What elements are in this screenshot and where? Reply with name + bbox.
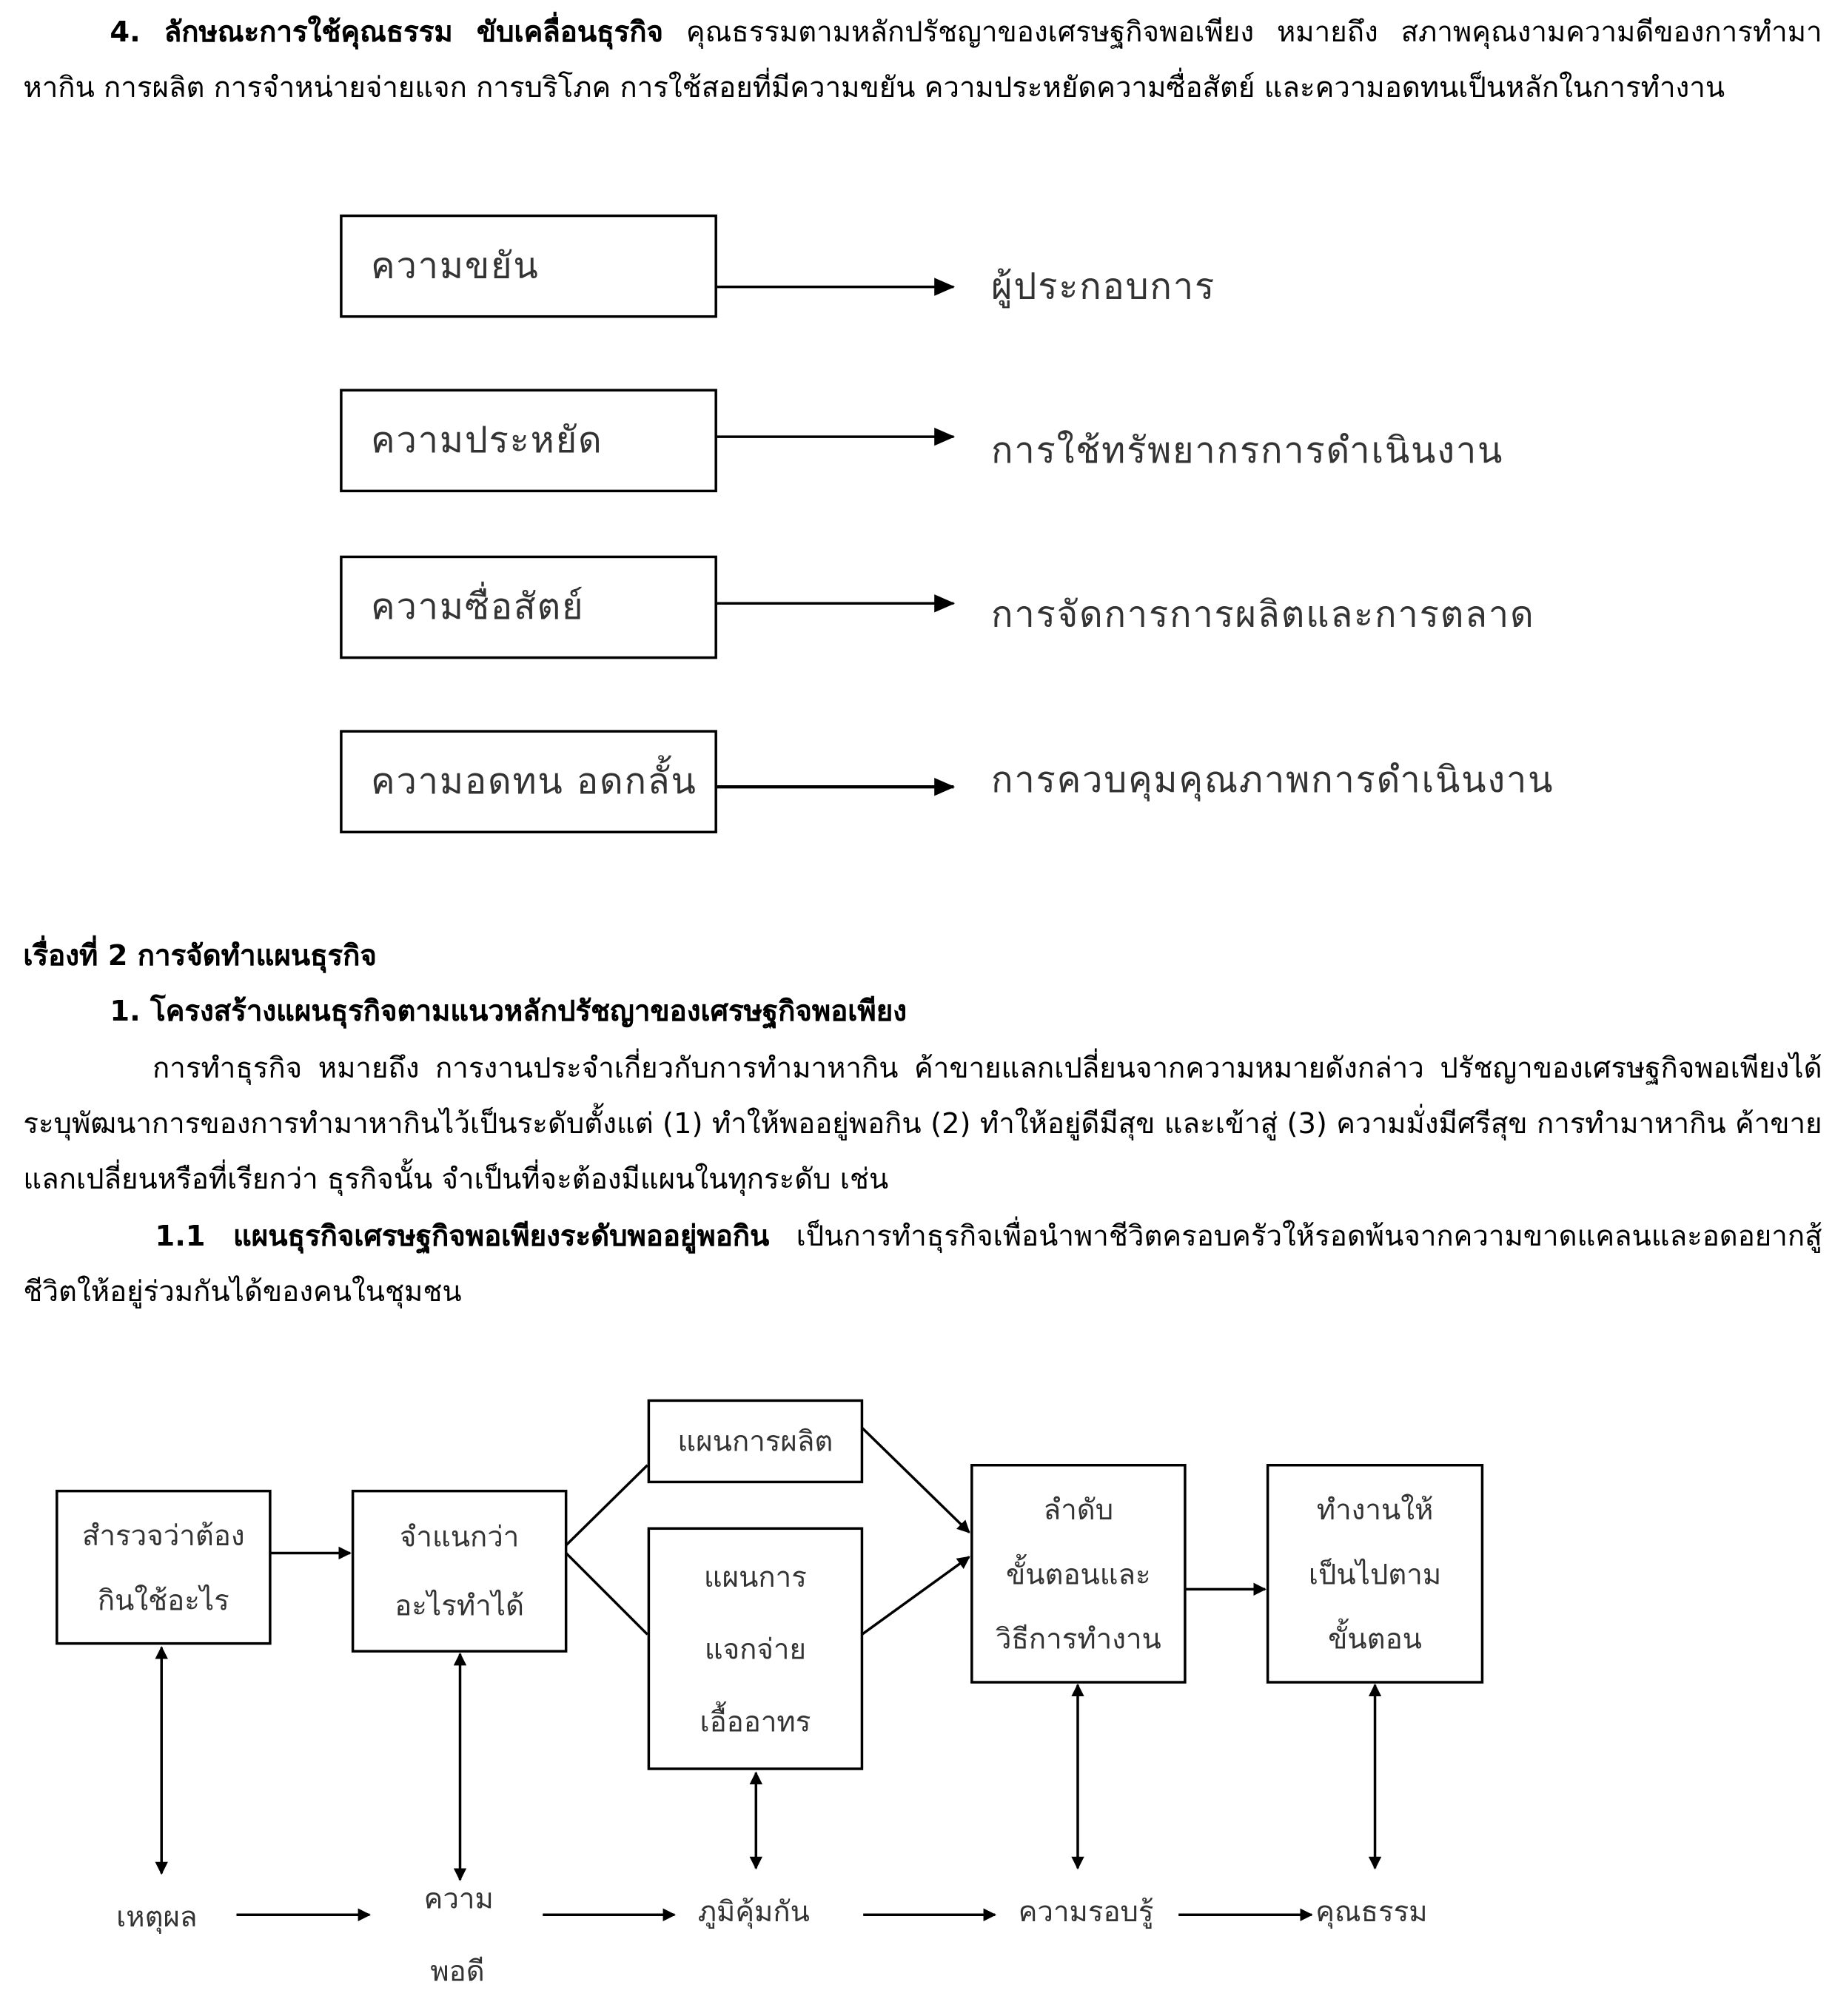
target-label-entrepreneur: ผู้ประกอบการ [991,264,1215,308]
target-label-resources: การใช้ทรัพยากรการดำเนินงาน [991,429,1504,472]
box-text: จำแนกว่า [399,1522,520,1555]
box-sequence: ลำดับขั้นตอนและวิธีการทำงาน [970,1463,1187,1684]
box-text: ขั้นตอน [1328,1623,1422,1656]
virtue-label: ความประหยัด [371,418,603,462]
section2-paragraph-1: การทำธุรกิจ หมายถึง การงานประจำเกี่ยวกับ… [23,1052,1822,1197]
section4-heading: 4. ลักษณะการใช้คุณธรรม ขับเคลื่อนธุรกิจ [110,16,663,50]
box-production-plan: แผนการผลิต [647,1399,864,1484]
box-text: แจกจ่าย [704,1633,806,1667]
box-text: กินใช้อะไร [97,1585,229,1617]
box-follow-steps: ทำงานให้เป็นไปตามขั้นตอน [1266,1463,1484,1684]
box-text: แผนการ [703,1561,807,1594]
label-moderation-2: พอดี [430,1956,485,1989]
virtue-box-diligence: ความขยัน [340,214,717,318]
section2-subheading-1: 1. โครงสร้างแผนธุรกิจตามแนวหลักปรัชญาของ… [110,996,907,1029]
box-classify: จำแนกว่าอะไรทำได้ [351,1489,568,1653]
virtue-box-honesty: ความซื่อสัตย์ [340,555,717,659]
target-label-production-marketing: การจัดการการผลิตและการตลาด [991,593,1535,636]
target-label-quality-control: การควบคุมคุณภาพการดำเนินงาน [991,758,1554,802]
virtue-box-thrift: ความประหยัด [340,389,717,493]
label-immunity: ภูมิคุ้มกัน [697,1896,810,1929]
arrow [861,1556,970,1636]
subheading-1-1: 1.1 แผนธุรกิจเศรษฐกิจพอเพียงระดับพออยู่พ… [155,1220,770,1254]
section2-paragraph-1-1: 1.1 แผนธุรกิจเศรษฐกิจพอเพียงระดับพออยู่พ… [23,1209,1822,1320]
label-morality: คุณธรรม [1315,1896,1428,1929]
section4-paragraph: 4. ลักษณะการใช้คุณธรรม ขับเคลื่อนธุรกิจ … [23,5,1822,116]
box-text: วิธีการทำงาน [995,1623,1161,1656]
box-text: ลำดับ [1043,1494,1114,1527]
virtue-label: ความขยัน [371,243,540,287]
branch-line [565,1552,648,1636]
label-moderation-1: ความ [423,1884,494,1917]
branch-line [565,1464,648,1547]
virtue-box-patience: ความอดทน อดกลั้น [340,730,717,834]
virtue-label: ความซื่อสัตย์ [371,585,585,628]
virtue-label: ความอดทน อดกลั้น [371,759,697,803]
label-reason: เหตุผล [116,1901,198,1935]
box-survey-needs: สำรวจว่าต้องกินใช้อะไร [56,1489,272,1645]
box-text: ทำงานให้ [1316,1494,1434,1527]
arrow [861,1426,970,1533]
box-distribution-plan: แผนการแจกจ่ายเอื้ออาทร [647,1527,864,1770]
box-text: ขั้นตอนและ [1005,1559,1151,1591]
section2-title: เรื่องที่ 2 การจัดทำแผนธุรกิจ [23,940,377,973]
box-text: เป็นไปตาม [1308,1559,1442,1591]
box-text: สำรวจว่าต้อง [82,1519,245,1553]
box-text: เอื้ออาทร [700,1706,811,1738]
section4-body: คุณธรรมตามหลักปรัชญาของเศรษฐกิจพอเพียง ห… [23,16,1822,105]
box-text: แผนการผลิต [677,1426,833,1459]
label-knowledge: ความรอบรู้ [1018,1896,1154,1929]
box-text: อะไรทำได้ [395,1590,525,1623]
subheading-1-1-body: เป็นการทำธุรกิจเพื่อนำพาชีวิตครอบครัวให้… [23,1220,1822,1309]
